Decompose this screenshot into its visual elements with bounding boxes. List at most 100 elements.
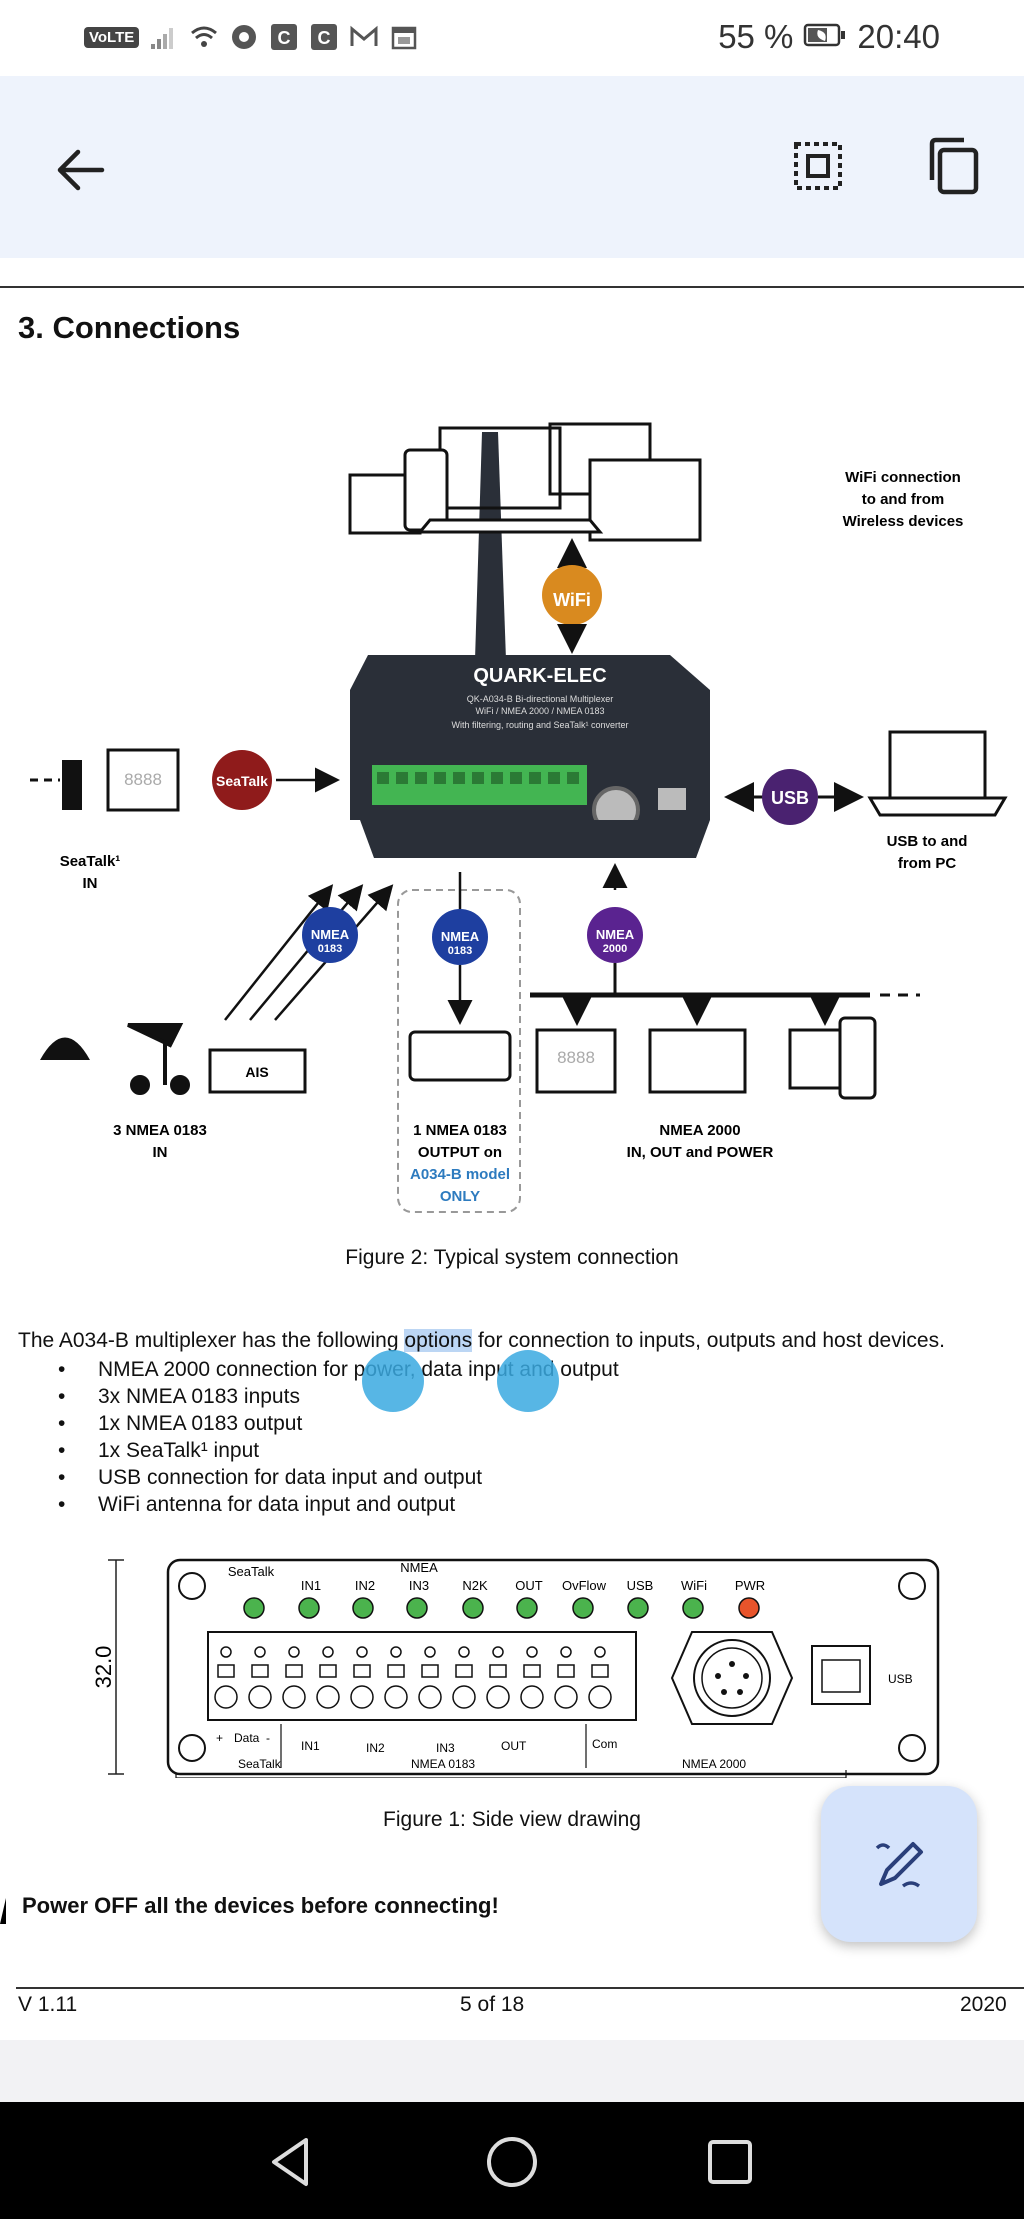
side-label-wifi: WiFi [681,1578,707,1593]
side-label-out-bottom: OUT [501,1739,527,1753]
terminal-pins [214,1646,612,1709]
chrome-icon [229,22,259,52]
side-label-nmea: NMEA [400,1560,438,1575]
n2k-label-1: NMEA 2000 [659,1122,740,1139]
selected-text[interactable]: options [404,1329,473,1352]
side-label-in3-bottom: IN3 [436,1741,455,1755]
seatalk-display [106,748,180,812]
figure-caption-side: Figure 1: Side view drawing [383,1808,641,1831]
c-app-icon: C [309,22,339,52]
side-label-ovflow: OvFlow [562,1578,607,1593]
list-item: 3x NMEA 0183 inputs [58,1383,619,1410]
selection-handle-end[interactable] [497,1350,559,1412]
n2k-plotter [648,1028,747,1094]
figure-caption-typical: Figure 2: Typical system connection [345,1246,679,1269]
side-label-nmea0183: NMEA 0183 [411,1757,475,1771]
device-line-1: QK-A034-B Bi-directional Multiplexer [467,694,614,704]
nmea2000-badge [587,907,643,963]
usb-badge [762,769,818,825]
footer-page: 5 of 18 [460,1993,525,2016]
list-item: 1x SeaTalk¹ input [58,1437,619,1464]
terminal-block [372,765,587,805]
warning-icon [0,1898,6,1924]
nmea0183-input-lines [224,884,394,1021]
svg-text:C: C [278,28,291,48]
nmea0183-out-label-1: NMEA [441,929,480,944]
nmea2000-label-2: 2000 [603,943,627,955]
mount-holes [178,1572,926,1762]
usb-b-port [811,1645,871,1705]
clock: 20:40 [857,18,940,55]
device-line-3: With filtering, routing and SeaTalk¹ con… [451,720,628,730]
side-label-data: Data [234,1731,260,1745]
usb-pc-label-1: USB to and [887,833,968,850]
side-minus: - [266,1731,270,1745]
selection-handle-start[interactable] [362,1350,424,1412]
device-line-2: WiFi / NMEA 2000 / NMEA 0183 [475,706,604,716]
side-label-seatalk-bottom: SeaTalk [238,1757,282,1771]
ais-label: AIS [245,1064,268,1080]
seatalk-badge [212,750,272,810]
side-view-drawing: 32.0 SeaTalk NMEA IN1 IN2 IN3 N2K OUT Ov… [91,1558,940,1778]
n2k-hex-nut [670,1631,794,1725]
three-in-label-2: IN [153,1144,168,1161]
dimension-label: 32.0 [91,1646,116,1689]
wireless-devices [348,422,702,542]
back-arrow-icon[interactable] [50,140,110,200]
nmea0183-in-badge [302,907,358,963]
edit-fab-button[interactable] [821,1786,977,1942]
side-label-seatalk: SeaTalk [228,1564,275,1579]
one-out-label-2: OUTPUT on [418,1144,502,1161]
page-gap [0,2040,1024,2102]
intro-paragraph: The A034-B multiplexer has the following… [18,1329,945,1353]
nmea0183-in-label-2: 0183 [318,943,342,955]
app-bar [0,76,1024,258]
list-item: NMEA 2000 connection for power, data inp… [58,1356,619,1383]
nmea0183-in-label-1: NMEA [311,927,350,942]
wifi-conn-label-1: WiFi connection [845,469,961,486]
battery-icon [803,18,847,56]
side-label-out: OUT [515,1578,543,1593]
status-icons-right: 55 % 20:40 [718,18,940,56]
status-leds [243,1597,760,1619]
seatalk-badge-label: SeaTalk [216,773,268,789]
side-label-in1-bottom: IN1 [301,1739,320,1753]
select-area-icon[interactable] [788,136,848,196]
n2k-label-2: IN, OUT and POWER [627,1144,774,1161]
side-label-in1: IN1 [301,1578,321,1593]
document-page [0,258,1024,2040]
side-label-usb: USB [627,1578,654,1593]
status-bar: VoLTE C C 55 % 20:40 [0,0,1024,76]
side-label-com: Com [592,1737,617,1751]
copy-icon[interactable] [924,136,984,196]
list-item: WiFi antenna for data input and output [58,1491,619,1518]
vhf-radio [408,1030,512,1082]
status-icons-left: VoLTE C C [84,22,419,52]
usb-pc-label-2: from PC [898,855,957,872]
wifi-badge-label: WiFi [553,590,591,610]
side-label-in2: IN2 [355,1578,375,1593]
intro-text-before: The A034-B multiplexer has the following [18,1329,405,1352]
system-nav-bar [0,2102,1024,2219]
list-item: USB connection for data input and output [58,1464,619,1491]
side-label-n2k: N2K [462,1578,488,1593]
nav-home-icon[interactable] [482,2132,542,2192]
one-out-label-4: ONLY [440,1188,480,1205]
footer-version: V 1.11 [18,1993,78,2016]
nav-recents-icon[interactable] [700,2132,760,2192]
seatalk-in-label-2: IN [83,875,98,892]
side-plus: + [216,1731,223,1745]
nmea0183-out-label-2: 0183 [448,945,472,957]
n2k-display-digits: 8888 [557,1048,595,1067]
volte-badge: VoLTE [84,26,140,48]
side-label-nmea2000: NMEA 2000 [682,1757,746,1771]
side-label-in3: IN3 [409,1578,429,1593]
gmail-icon [349,22,379,52]
device-outline [166,1558,940,1776]
usb-port [658,788,686,810]
svg-text:C: C [318,28,331,48]
three-in-label-1: 3 NMEA 0183 [113,1122,207,1139]
nav-back-icon[interactable] [262,2132,322,2192]
terminal-screws [377,772,579,784]
antenna [475,432,506,660]
